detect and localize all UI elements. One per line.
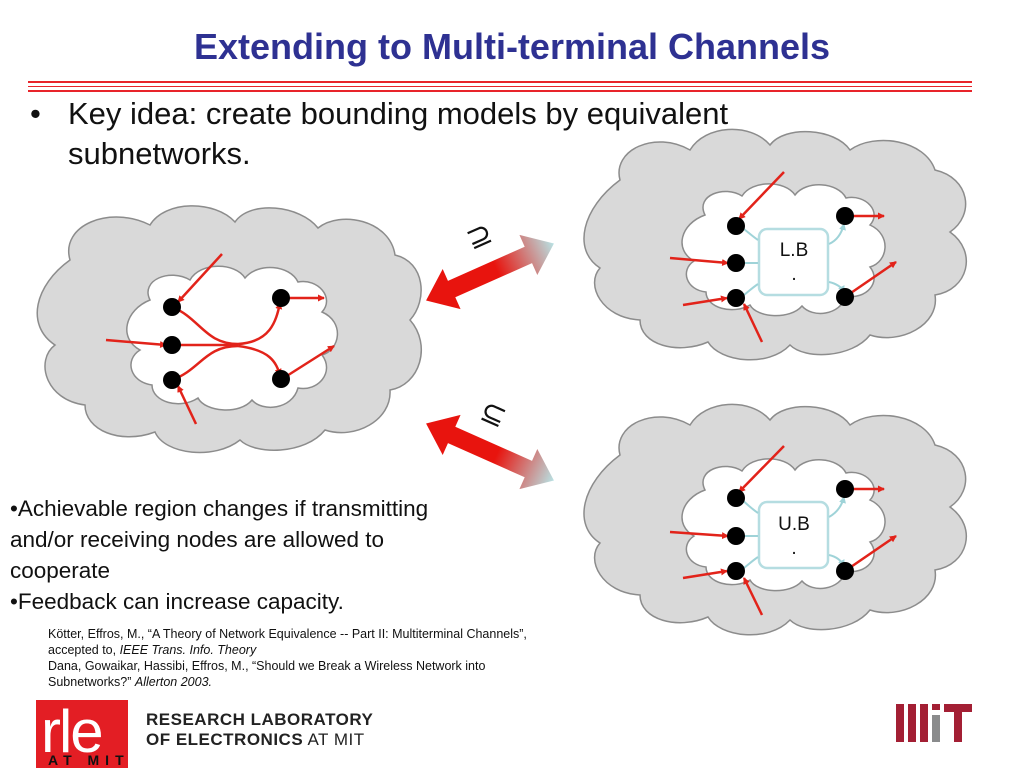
lower-double-arrow [426, 414, 554, 490]
reference-2: Dana, Gowaikar, Hassibi, Effros, M., “Sh… [48, 658, 568, 690]
lb-label: L.B [780, 240, 809, 261]
reference-2-text: Dana, Gowaikar, Hassibi, Effros, M., “Sh… [48, 659, 486, 689]
node [836, 480, 854, 498]
title-rule [28, 81, 972, 83]
rle-logo-letters: rle [41, 698, 104, 765]
node [727, 254, 745, 272]
reference-1-text: Kötter, Effros, M., “A Theory of Network… [48, 627, 527, 657]
upper-double-arrow [426, 234, 554, 310]
rle-logo [36, 700, 128, 768]
note-item: •Achievable region changes if transmitti… [10, 496, 429, 583]
node [163, 298, 181, 316]
reference-2-venue: Allerton 2003. [134, 675, 212, 689]
node [727, 289, 745, 307]
node [727, 562, 745, 580]
ub-label: U.B [778, 514, 810, 535]
ub-label-dot: . [791, 538, 796, 559]
slide-title: Extending to Multi-terminal Channels [193, 26, 831, 67]
node [836, 288, 854, 306]
lb-box [757, 227, 830, 297]
main-bullet-text: Key idea: create bounding models by equi… [68, 96, 729, 171]
ub-box [757, 500, 830, 570]
reference-1: Kötter, Effros, M., “A Theory of Network… [48, 626, 568, 658]
subseteq-symbol: ⊆ [475, 393, 512, 435]
node [727, 217, 745, 235]
node [272, 289, 290, 307]
note-item: •Feedback can increase capacity. [10, 589, 344, 614]
title-rule-2 [28, 90, 972, 92]
rle-lab-name: RESEARCH LABORATORY OF ELECTRONICS AT MI… [146, 710, 373, 750]
lb-label-dot: . [791, 264, 796, 285]
supseteq-symbol: ⊇ [461, 216, 498, 258]
rle-lab-line2-light: AT MIT [303, 730, 365, 749]
main-bullet: • Key idea: create bounding models by eq… [30, 94, 820, 174]
bullet-dot: • [30, 96, 41, 131]
node [836, 207, 854, 225]
node [272, 370, 290, 388]
left-nodes [163, 289, 290, 389]
rle-lab-line1: RESEARCH LABORATORY [146, 710, 374, 729]
reference-1-journal: IEEE Trans. Info. Theory [119, 643, 257, 657]
rle-lab-line2: OF ELECTRONICS AT MIT [146, 730, 373, 750]
rle-logo-atmit: AT MIT [48, 752, 130, 768]
rle-lab-line2-bold: OF ELECTRONICS [146, 730, 304, 749]
title-rule-thin [28, 86, 972, 87]
bottom-right-nodes [727, 480, 854, 580]
node [836, 562, 854, 580]
mit-logo [896, 704, 972, 742]
left-cloud [36, 205, 423, 454]
node [727, 527, 745, 545]
node [163, 336, 181, 354]
top-right-nodes [727, 207, 854, 307]
side-notes: •Achievable region changes if transmitti… [10, 493, 480, 617]
references: Kötter, Effros, M., “A Theory of Network… [48, 626, 568, 690]
node [727, 489, 745, 507]
node [163, 371, 181, 389]
